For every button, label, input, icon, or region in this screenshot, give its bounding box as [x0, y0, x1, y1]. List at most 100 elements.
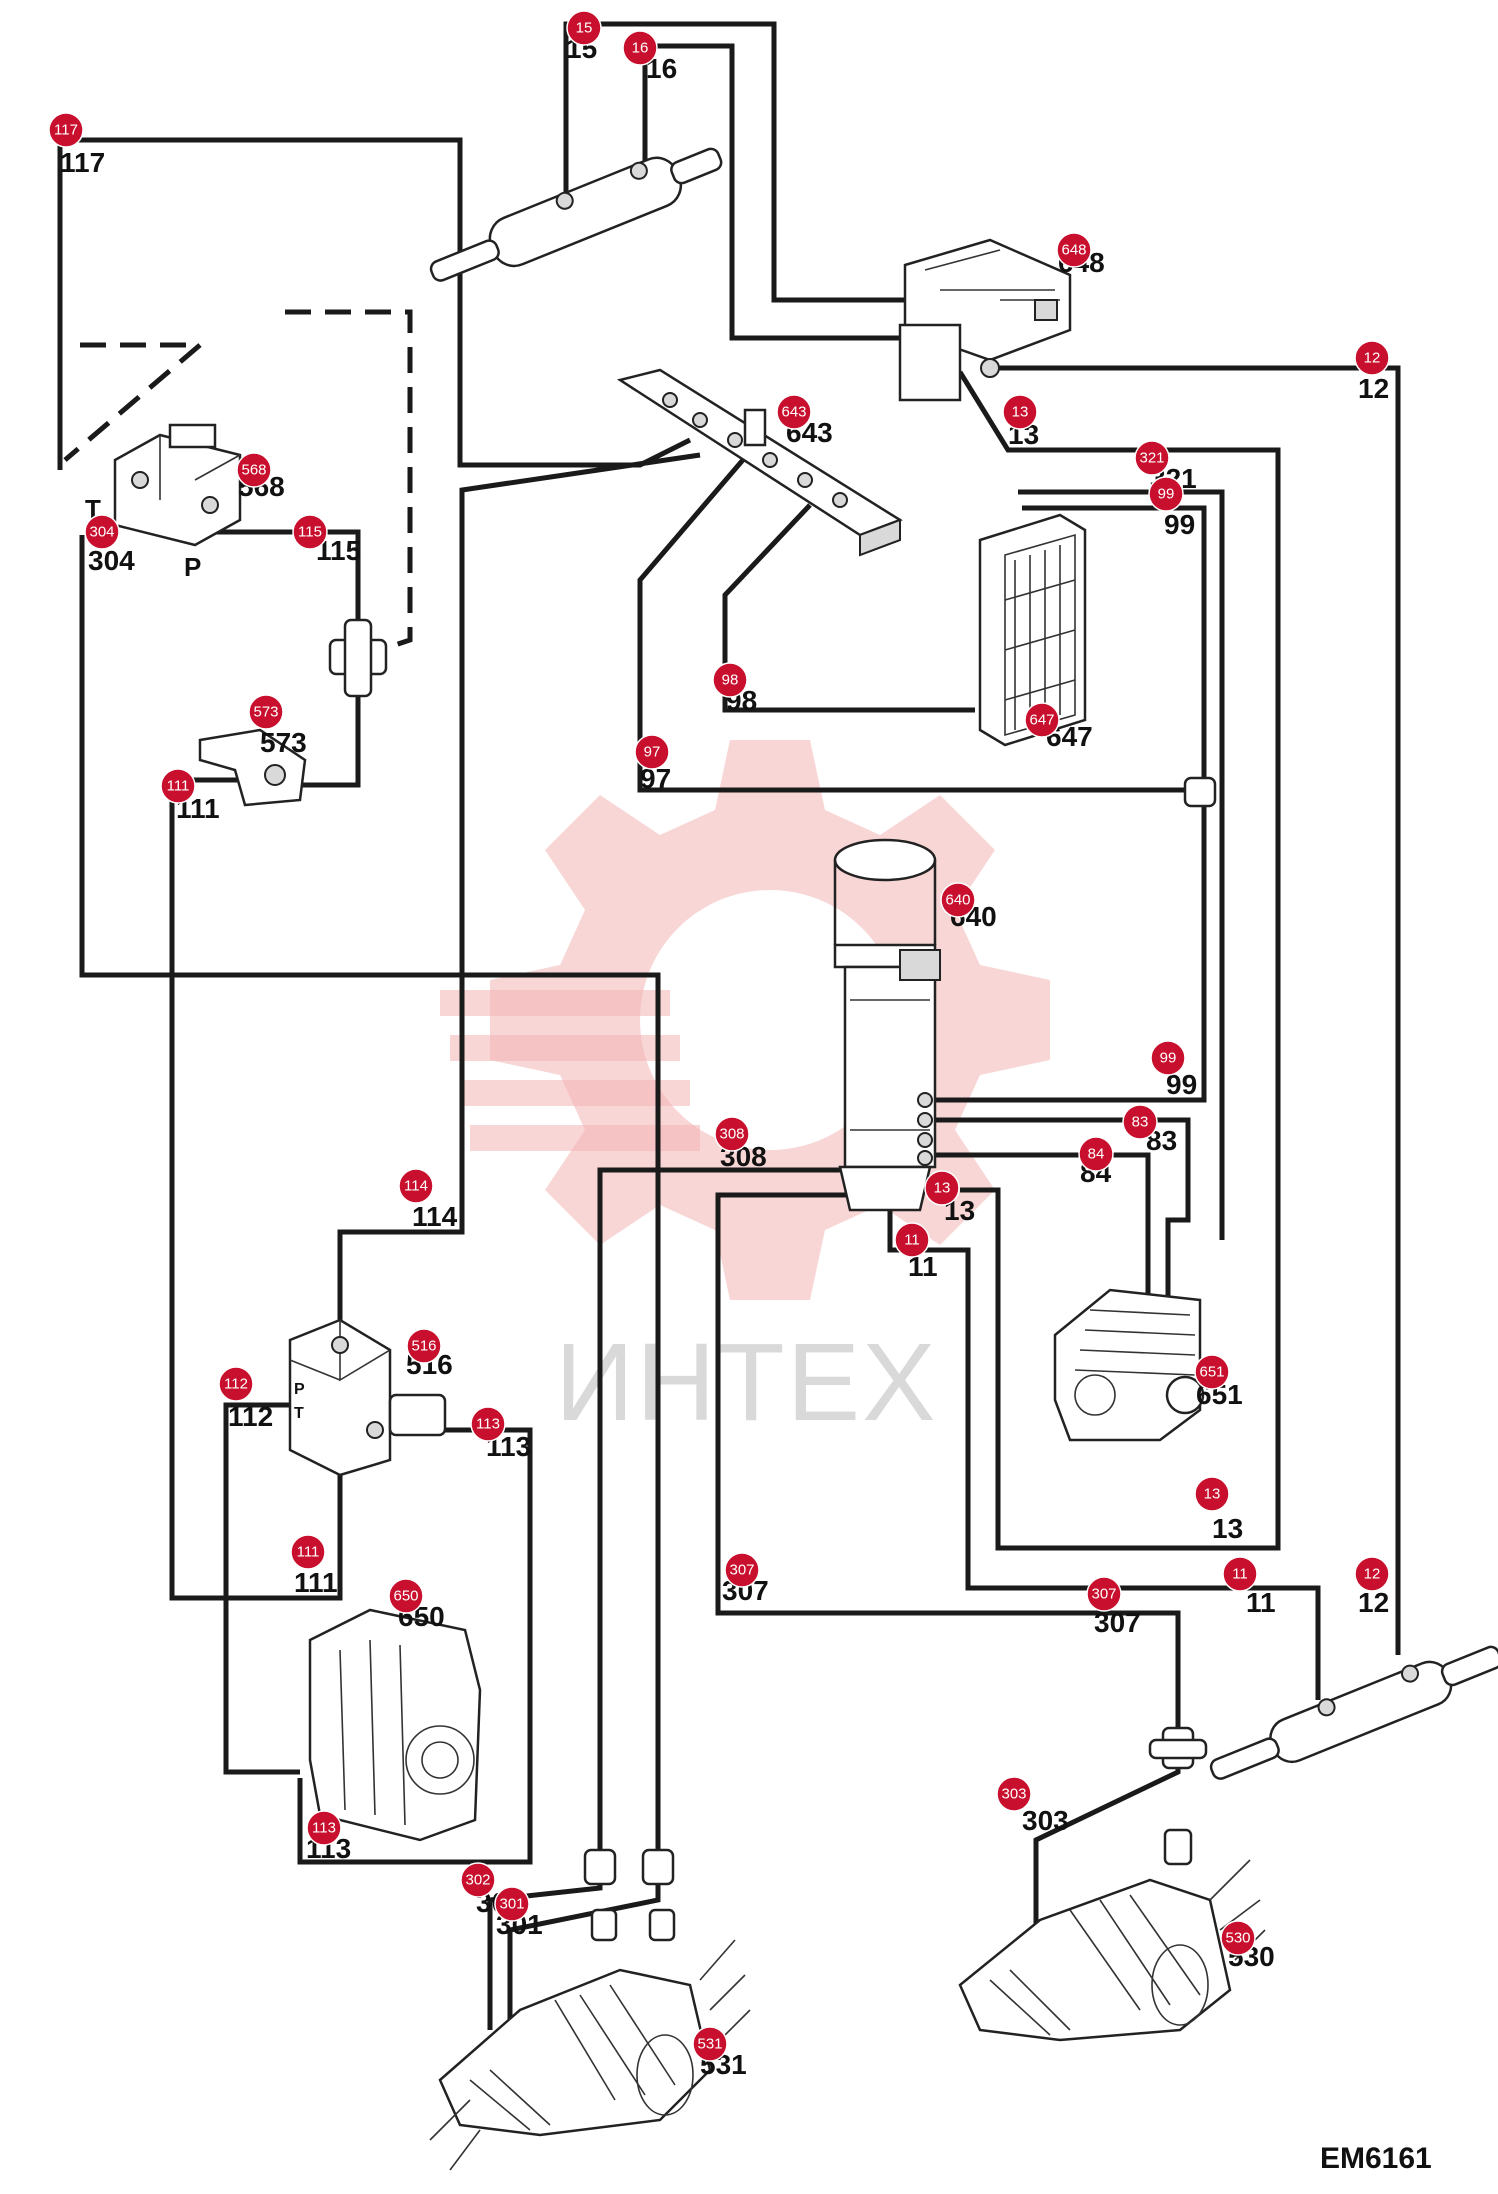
callout-badge-text-573: 573 [253, 704, 278, 721]
callout-badge-16[interactable]: 16 [622, 30, 658, 66]
callout-badge-321[interactable]: 321 [1134, 440, 1170, 476]
callout-badge-97[interactable]: 97 [634, 734, 670, 770]
callout-badge-text-13a: 13 [1012, 404, 1029, 421]
tee-fitting-115 [328, 618, 388, 698]
axle-531 [429, 1939, 751, 2171]
manifold-643 [616, 368, 903, 557]
callout-badge-84[interactable]: 84 [1078, 1136, 1114, 1172]
callout-badge-text-112: 112 [224, 1376, 248, 1393]
callout-badge-text-11a: 11 [904, 1232, 920, 1249]
callout-badge-text-530: 530 [1225, 1930, 1250, 1947]
callout-badge-text-651: 651 [1199, 1364, 1224, 1381]
callout-badge-307b[interactable]: 307 [1086, 1576, 1122, 1612]
callout-badge-13a[interactable]: 13 [1002, 394, 1038, 430]
callout-badge-301[interactable]: 301 [494, 1886, 530, 1922]
callout-badge-307a[interactable]: 307 [724, 1552, 760, 1588]
callout-badge-13c[interactable]: 13 [1194, 1476, 1230, 1512]
callout-badge-text-97: 97 [644, 744, 661, 761]
part-label-111b: 111 [294, 1567, 338, 1598]
valve-568 [113, 423, 242, 547]
callout-badge-12a[interactable]: 12 [1354, 340, 1390, 376]
part-label-573: 573 [260, 727, 307, 758]
line-84 [935, 1152, 1151, 1305]
line-112 [223, 1402, 300, 1775]
line-114 [337, 452, 701, 1340]
callout-badge-text-516: 516 [411, 1338, 436, 1355]
callout-badge-117[interactable]: 117 [48, 112, 84, 148]
tank-640 [833, 838, 941, 1212]
callout-badge-111b[interactable]: 111 [290, 1534, 326, 1570]
callout-badge-text-647: 647 [1029, 712, 1054, 729]
callout-badge-99b[interactable]: 99 [1150, 1040, 1186, 1076]
part-label-99a: 99 [1164, 509, 1195, 540]
callout-badge-304[interactable]: 304 [84, 514, 120, 550]
part-label-303: 303 [1022, 1805, 1069, 1836]
callout-badge-13b[interactable]: 13 [924, 1170, 960, 1206]
callout-badge-text-12b: 12 [1364, 1566, 1381, 1583]
tee-fitting-303 [1148, 1726, 1208, 1866]
callout-badge-573[interactable]: 573 [248, 694, 284, 730]
valve-573 [198, 728, 307, 807]
line-dashed-return [285, 309, 413, 653]
callout-badge-text-13b: 13 [934, 1180, 951, 1197]
part-label-13c: 13 [1212, 1513, 1243, 1544]
callout-badge-650[interactable]: 650 [388, 1578, 424, 1614]
callout-badge-568[interactable]: 568 [236, 452, 272, 488]
callout-badge-text-16: 16 [632, 40, 649, 57]
valve-648 [898, 238, 1072, 402]
callout-badge-text-111b: 111 [297, 1544, 320, 1561]
callout-badge-text-304: 304 [89, 524, 114, 541]
callout-badge-11b[interactable]: 11 [1222, 1556, 1258, 1592]
part-label-304: 304 [88, 545, 135, 576]
callout-badge-640[interactable]: 640 [940, 882, 976, 918]
callout-badge-647[interactable]: 647 [1024, 702, 1060, 738]
line-307 [715, 1192, 1181, 1740]
callout-badge-text-307b: 307 [1091, 1586, 1116, 1603]
callout-badge-text-531: 531 [697, 2036, 722, 2053]
callout-badge-11a[interactable]: 11 [894, 1222, 930, 1258]
part-label-112: 112 [228, 1401, 273, 1432]
callout-badge-text-301: 301 [499, 1896, 524, 1913]
line-dashed-left [63, 342, 207, 462]
callout-badge-648[interactable]: 648 [1056, 232, 1092, 268]
callout-badge-115[interactable]: 115 [292, 514, 328, 550]
callout-badge-text-117: 117 [54, 122, 78, 139]
part-label-307b: 307 [1094, 1607, 1141, 1638]
callout-badge-302[interactable]: 302 [460, 1862, 496, 1898]
line-99-upper [1018, 489, 1225, 1240]
callout-badge-643[interactable]: 643 [776, 394, 812, 430]
port-small-p-label: P [294, 1381, 305, 1398]
callout-badge-516[interactable]: 516 [406, 1328, 442, 1364]
callout-badge-12b[interactable]: 12 [1354, 1556, 1390, 1592]
line-573 [300, 690, 361, 788]
callout-badge-111a[interactable]: 111 [160, 768, 196, 804]
callout-badge-text-643: 643 [781, 404, 806, 421]
callout-badge-113a[interactable]: 113 [470, 1406, 506, 1442]
callout-badge-112[interactable]: 112 [218, 1366, 254, 1402]
part-label-12a: 12 [1358, 373, 1389, 404]
callout-badge-15[interactable]: 15 [566, 10, 602, 46]
callout-badge-text-113a: 113 [476, 1416, 500, 1433]
steering-cylinder-rear [1209, 1645, 1498, 1780]
line-11 [887, 1210, 1321, 1700]
callout-badge-99a[interactable]: 99 [1148, 476, 1184, 512]
callout-badge-text-307a: 307 [729, 1562, 754, 1579]
line-97 [637, 438, 1195, 793]
callout-badge-651[interactable]: 651 [1194, 1354, 1230, 1390]
callout-badge-text-13c: 13 [1204, 1486, 1221, 1503]
callout-badge-531[interactable]: 531 [692, 2026, 728, 2062]
valve-516 [288, 1318, 447, 1477]
callout-badge-113b[interactable]: 113 [306, 1810, 342, 1846]
line-13-top [957, 370, 1281, 1551]
callout-badge-303[interactable]: 303 [996, 1776, 1032, 1812]
callout-badge-114[interactable]: 114 [398, 1168, 434, 1204]
callout-badge-530[interactable]: 530 [1220, 1920, 1256, 1956]
line-83 [932, 1117, 1191, 1320]
callout-badge-83[interactable]: 83 [1122, 1104, 1158, 1140]
drawing-code: EM6161 [1320, 2142, 1432, 2175]
pipe-network [57, 21, 1401, 2030]
callout-badge-text-99a: 99 [1158, 486, 1175, 503]
callout-badge-98[interactable]: 98 [712, 662, 748, 698]
callout-badge-308[interactable]: 308 [714, 1116, 750, 1152]
